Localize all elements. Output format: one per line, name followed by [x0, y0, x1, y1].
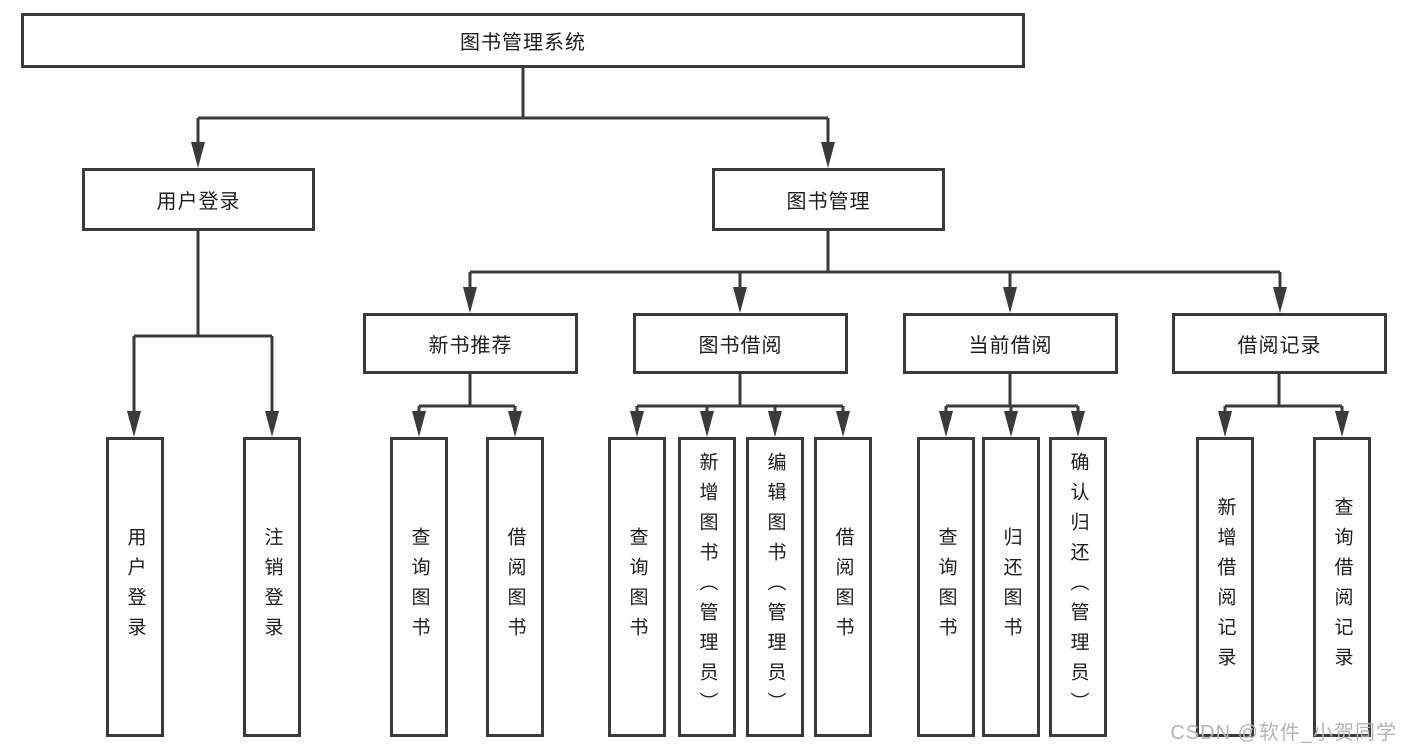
node-label: 借阅图书 — [504, 527, 526, 647]
node-br-add-record: 新增借阅记录 — [1196, 437, 1254, 737]
node-nb-query-books: 查询图书 — [390, 437, 448, 737]
node-label: 图书管理 — [786, 191, 871, 213]
node-bb-edit-books-admin: 编辑图书（管理员） — [746, 437, 804, 737]
node-logout: 注销登录 — [243, 437, 301, 737]
node-book-management: 图书管理 — [712, 168, 945, 231]
node-cb-return-books: 归还图书 — [982, 437, 1040, 737]
node-label: 用户登录 — [124, 527, 146, 647]
node-cb-confirm-return-admin: 确认归还（管理员） — [1049, 437, 1107, 737]
node-label: 当前借阅 — [968, 335, 1053, 357]
node-label: 图书借阅 — [698, 335, 783, 357]
node-label: 注销登录 — [261, 527, 283, 647]
node-br-query-record: 查询借阅记录 — [1313, 437, 1371, 737]
node-label: 查询图书 — [935, 527, 957, 647]
node-new-book-recommendation: 新书推荐 — [363, 313, 578, 374]
watermark: CSDN @软件_小贺同学 — [1170, 722, 1397, 744]
node-label: 新增借阅记录 — [1214, 497, 1236, 677]
node-label: 编辑图书（管理员） — [764, 452, 786, 722]
node-label: 查询图书 — [408, 527, 430, 647]
node-label: 归还图书 — [1000, 527, 1022, 647]
node-bb-add-books-admin: 新增图书（管理员） — [678, 437, 736, 737]
node-label: 借阅图书 — [832, 527, 854, 647]
node-label: 图书管理系统 — [460, 32, 586, 54]
node-label: 确认归还（管理员） — [1067, 452, 1089, 722]
node-book-borrowing: 图书借阅 — [633, 313, 848, 374]
node-label: 借阅记录 — [1237, 335, 1322, 357]
node-nb-borrow-books: 借阅图书 — [486, 437, 544, 737]
node-label: 用户登录 — [156, 191, 241, 213]
node-label: 新书推荐 — [428, 335, 513, 357]
node-borrowing-records: 借阅记录 — [1172, 313, 1387, 374]
node-label: 查询借阅记录 — [1331, 497, 1353, 677]
node-label: 查询图书 — [626, 527, 648, 647]
node-bb-query-books: 查询图书 — [608, 437, 666, 737]
node-user-login-leaf: 用户登录 — [106, 437, 164, 737]
node-cb-query-books: 查询图书 — [917, 437, 975, 737]
node-bb-borrow-books: 借阅图书 — [814, 437, 872, 737]
node-label: 新增图书（管理员） — [696, 452, 718, 722]
node-current-borrowing: 当前借阅 — [903, 313, 1118, 374]
node-user-login: 用户登录 — [82, 168, 315, 231]
node-library-management-system: 图书管理系统 — [21, 13, 1025, 68]
